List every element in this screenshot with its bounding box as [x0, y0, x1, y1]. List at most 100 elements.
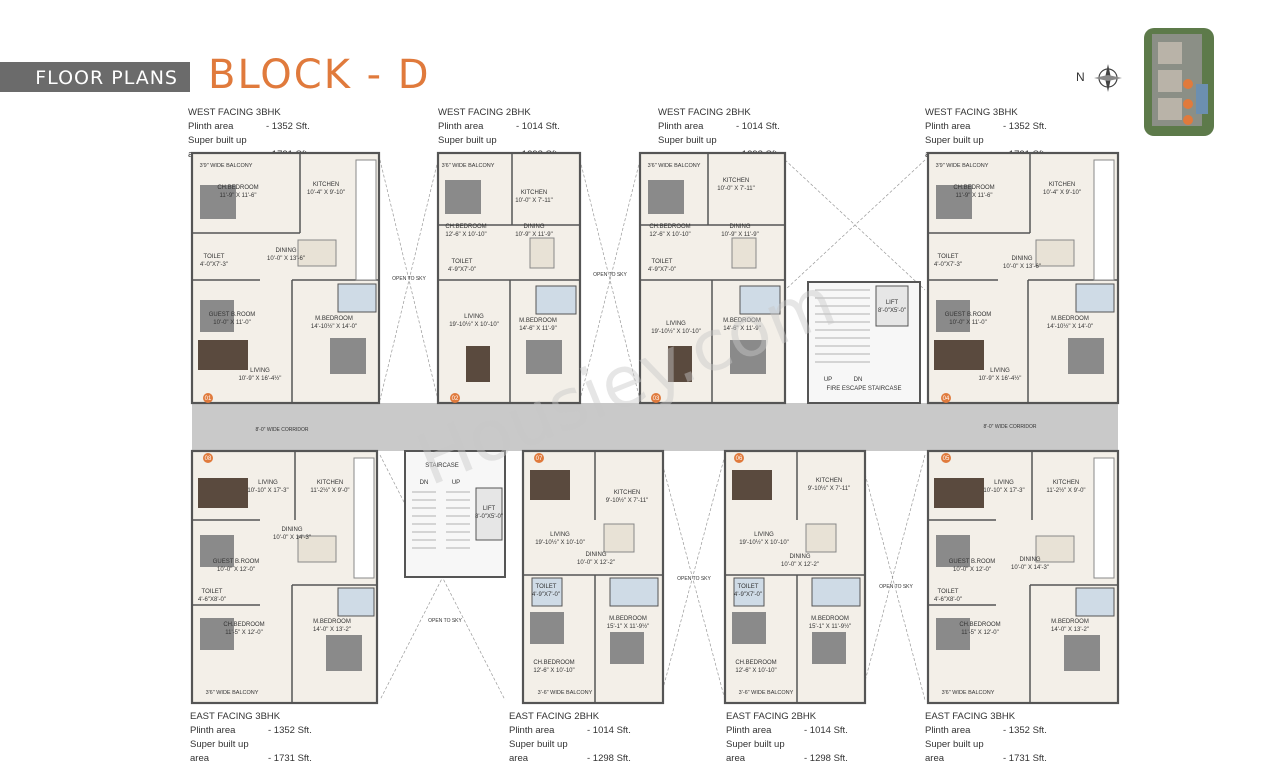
up-label: UP	[824, 377, 832, 383]
plinth-value: - 1014 Sft.	[516, 121, 560, 132]
plinth-value: - 1014 Sft.	[587, 725, 631, 736]
dining-label: DINING	[276, 248, 297, 254]
master-bedroom-size: 14'-10½" X 14'-0"	[1047, 323, 1093, 330]
plinth-label: Plinth area	[925, 725, 971, 736]
ch-bedroom-label: CH.BEDROOM	[223, 622, 264, 628]
section-label: FLOOR PLANS	[35, 67, 178, 89]
dn-label: DN	[420, 480, 429, 486]
ch-bedroom-size: 11'-5" X 12'-0"	[961, 630, 998, 636]
master-bedroom-label: M.BEDROOM	[609, 616, 647, 622]
open-to-sky-label: OPEN TO SKY	[593, 272, 627, 278]
kitchen-label: KITCHEN	[816, 478, 842, 484]
dining-size: 10'-0" X 14'-3"	[1011, 565, 1049, 571]
master-bedroom-label: M.BEDROOM	[315, 316, 353, 322]
plinth-value: - 1352 Sft.	[1003, 121, 1047, 132]
living-label: LIVING	[990, 368, 1010, 374]
living-label: LIVING	[994, 480, 1014, 486]
key-plan-map	[1144, 28, 1214, 136]
toilet-size: 4'-9"X7'-0"	[448, 267, 476, 273]
kitchen-label: KITCHEN	[614, 490, 640, 496]
open-to-sky-label: OPEN TO SKY	[677, 576, 711, 582]
unit-number: 06	[736, 456, 743, 462]
unit-06: KITCHEN 9'-10½" X 7'-11" LIVING 19'-10½"…	[723, 449, 867, 705]
compass-rose-icon	[1094, 64, 1122, 92]
master-bedroom-label: M.BEDROOM	[519, 318, 557, 324]
dining-label: DINING	[1020, 557, 1041, 563]
dining-label: DINING	[282, 527, 303, 533]
ch-bedroom-size: 12'-6" X 10'-10"	[649, 232, 690, 238]
plinth-value: - 1352 Sft.	[268, 725, 312, 736]
balcony-label: 3'9" WIDE BALCONY	[200, 163, 253, 169]
corridor-label-left: 8'-0" WIDE CORRIDOR	[255, 427, 308, 433]
balcony-label: 3'9" WIDE BALCONY	[936, 163, 989, 169]
living-size: 10'-9" X 16'-4½"	[979, 375, 1022, 382]
balcony-label: 3'6" WIDE BALCONY	[206, 690, 259, 696]
plinth-label: Plinth area	[188, 121, 234, 132]
ch-bedroom-label: CH.BEDROOM	[735, 660, 776, 666]
kitchen-size: 10'-4" X 9'-10"	[1043, 190, 1081, 196]
unit-03: 3'6" WIDE BALCONY CH.BEDROOM 12'-6" X 10…	[638, 151, 787, 405]
master-bedroom-size: 15'-1" X 11'-9½"	[607, 623, 649, 630]
dining-size: 10'-0" X 13'-6"	[267, 256, 305, 262]
toilet-size: 4'-9"X7'-0"	[532, 592, 560, 598]
up-label: UP	[452, 480, 460, 486]
ch-bedroom-size: 12'-6" X 10'-10"	[533, 668, 574, 674]
guest-room-size: 10'-0" X 12'-0"	[953, 567, 991, 573]
master-bedroom-size: 14'-6" X 11'-9"	[723, 326, 760, 332]
kitchen-size: 10'-4" X 9'-10"	[307, 190, 345, 196]
lift-size: 8'-0"X5'-0"	[878, 308, 906, 314]
unit-title: EAST FACING 3BHK	[925, 711, 1016, 722]
unit-number: 04	[943, 396, 950, 402]
toilet-size: 4'-9"X7'-0"	[648, 267, 676, 273]
plinth-value: - 1352 Sft.	[266, 121, 310, 132]
living-size: 10'-10" X 17'-3"	[983, 488, 1024, 494]
plinth-label: Plinth area	[925, 121, 971, 132]
master-bedroom-label: M.BEDROOM	[1051, 619, 1089, 625]
unit-number: 03	[653, 396, 660, 402]
corridor	[192, 403, 1118, 451]
ch-bedroom-label: CH.BEDROOM	[953, 185, 994, 191]
unit-number: 05	[943, 456, 950, 462]
unit-02: 3'6" WIDE BALCONY CH.BEDROOM 12'-6" X 10…	[436, 151, 582, 405]
kitchen-size: 11'-2½" X 9'-0"	[310, 487, 349, 494]
guest-room-label: GUEST B.ROOM	[945, 312, 992, 318]
toilet-label: TOILET	[204, 254, 225, 260]
kitchen-size: 9'-10½" X 7'-11"	[808, 485, 850, 492]
toilet-label: TOILET	[938, 254, 959, 260]
unit-title: WEST FACING 3BHK	[925, 107, 1018, 118]
master-bedroom-label: M.BEDROOM	[723, 318, 761, 324]
toilet-size: 4'-6"X8'-0"	[198, 597, 226, 603]
master-bedroom-label: M.BEDROOM	[1051, 316, 1089, 322]
unit-07: KITCHEN 9'-10½" X 7'-11" LIVING 19'-10½"…	[521, 449, 665, 705]
guest-room-size: 10'-0" X 11'-0"	[213, 320, 250, 326]
plinth-label: Plinth area	[726, 725, 772, 736]
toilet-label: TOILET	[738, 584, 759, 590]
kitchen-size: 10'-0" X 7'-11"	[515, 198, 552, 204]
balcony-label: 3'-6" WIDE BALCONY	[739, 690, 794, 696]
kitchen-size: 10'-0" X 7'-11"	[717, 186, 754, 192]
living-size: 19'-10½" X 10'-10"	[449, 321, 499, 328]
living-label: LIVING	[754, 532, 774, 538]
unit-number: 08	[205, 456, 212, 462]
kitchen-label: KITCHEN	[313, 182, 339, 188]
dining-label: DINING	[586, 552, 607, 558]
living-label: LIVING	[550, 532, 570, 538]
unit-01: 3'9" WIDE BALCONY CH.BEDROOM 11'-9" X 11…	[190, 151, 381, 405]
guest-room-label: GUEST B.ROOM	[949, 559, 996, 565]
unit-number: 01	[205, 396, 212, 402]
plinth-label: Plinth area	[509, 725, 555, 736]
ch-bedroom-label: CH.BEDROOM	[649, 224, 690, 230]
lift-label: LIFT	[886, 300, 899, 306]
unit-title: EAST FACING 2BHK	[509, 711, 600, 722]
lift-label: LIFT	[483, 506, 496, 512]
unit-number: 02	[452, 396, 459, 402]
unit-05: LIVING 10'-10" X 17'-3" KITCHEN 11'-2½" …	[926, 449, 1120, 705]
living-label: LIVING	[258, 480, 278, 486]
dining-label: DINING	[524, 224, 545, 230]
ch-bedroom-size: 12'-6" X 10'-10"	[735, 668, 776, 674]
master-bedroom-label: M.BEDROOM	[313, 619, 351, 625]
dining-label: DINING	[730, 224, 751, 230]
guest-room-label: GUEST B.ROOM	[209, 312, 256, 318]
living-size: 10'-9" X 16'-4½"	[239, 375, 282, 382]
